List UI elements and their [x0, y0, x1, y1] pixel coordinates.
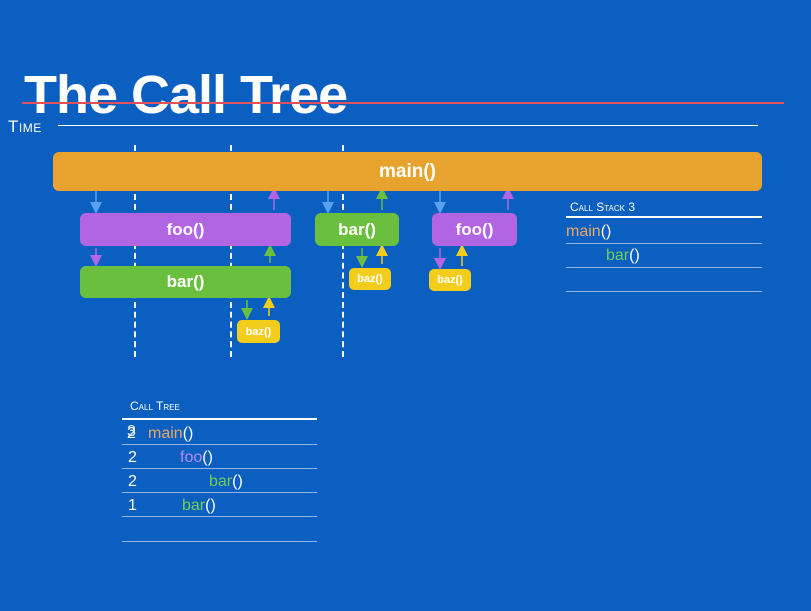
call-tree-row-rule [122, 516, 317, 517]
baz-call-label-3: baz() [437, 274, 463, 286]
foo-call-label-1: foo() [166, 219, 205, 239]
sample-marker-2 [230, 145, 232, 357]
main-call-label: main() [379, 160, 436, 182]
call-stack-heading: Call Stack 3 [570, 200, 635, 214]
baz-call-label-1: baz() [245, 325, 272, 338]
foo-call-block-1: foo() [80, 213, 291, 246]
title-underline [22, 102, 784, 104]
baz-call-block-3: baz() [429, 269, 471, 291]
call-tree-row-rule [122, 541, 317, 542]
call-tree-panel: Call Tree 2 3 main() 2 foo() 2 bar() 1 b… [122, 399, 317, 542]
tree-parens: () [232, 473, 243, 490]
call-count: 2 [127, 425, 136, 442]
call-tree-row-rule [122, 492, 317, 493]
baz-call-block-2: baz() [349, 268, 391, 290]
baz-call-block-1: baz() [237, 320, 280, 343]
call-count: 2 [128, 449, 137, 466]
tree-function-name: bar [209, 473, 233, 490]
frame-function-name: bar [606, 247, 630, 264]
time-axis [58, 125, 758, 126]
baz-call-label-2: baz() [357, 273, 383, 285]
call-stack-row-rule [566, 291, 762, 292]
tree-function-name: foo [180, 449, 203, 466]
call-stack-frame: main() [566, 223, 762, 241]
call-stack-row-rule [566, 243, 762, 244]
time-axis-label: Time [8, 117, 42, 136]
call-count: 1 [128, 497, 137, 514]
call-tree-row-rule [122, 468, 317, 469]
call-count: 2 [128, 473, 137, 490]
call-tree-row: 2 bar() [122, 473, 317, 492]
frame-parens: () [629, 247, 640, 264]
slide-title: The Call Tree [24, 65, 348, 125]
tree-parens: () [205, 497, 216, 514]
frame-function-name: main [566, 223, 601, 240]
tree-function-name: bar [182, 497, 206, 514]
bar-call-label-2: bar() [338, 219, 376, 239]
tree-parens: () [182, 425, 194, 442]
bar-call-block-1: bar() [80, 266, 291, 298]
call-tree-row: 2 foo() [122, 449, 317, 468]
call-count-overlay: 3 [127, 423, 136, 440]
bar-call-block-2: bar() [315, 213, 399, 246]
frame-parens: () [600, 223, 612, 240]
call-tree-row-rule [122, 444, 317, 445]
call-tree-heading: Call Tree [130, 399, 180, 413]
call-stack-panel: Call Stack 3 main() bar() [566, 200, 762, 292]
call-stack-row-rule [566, 267, 762, 268]
main-call-block: main() [53, 152, 762, 191]
call-tree-row: 2 3 main() [122, 423, 317, 444]
tree-parens: () [202, 449, 213, 466]
call-stack-frame: bar() [566, 247, 762, 265]
bar-call-label-1: bar() [166, 272, 205, 291]
foo-call-label-2: foo() [455, 219, 494, 239]
call-stack-header-rule [566, 216, 762, 218]
foo-call-block-2: foo() [432, 213, 517, 246]
sample-marker-3 [342, 145, 344, 357]
sample-marker-1 [134, 145, 136, 357]
tree-function-name: main [148, 425, 183, 442]
call-tree-row: 1 bar() [122, 497, 317, 516]
call-tree-header-rule [122, 418, 317, 420]
